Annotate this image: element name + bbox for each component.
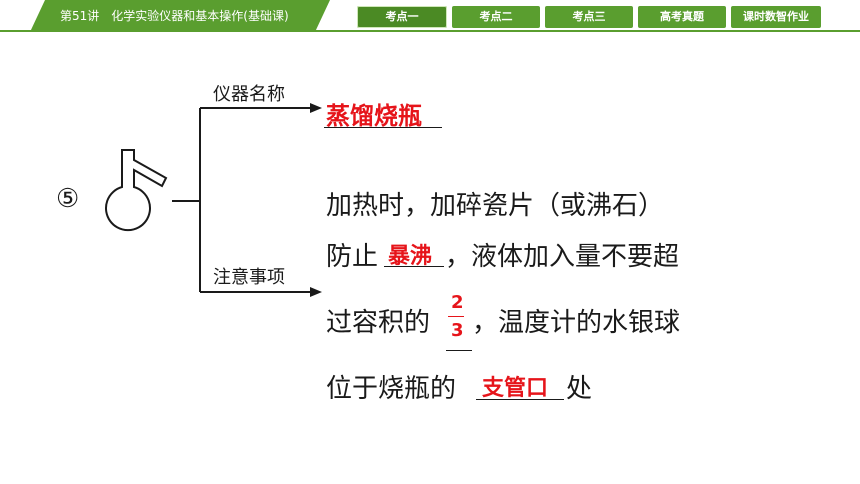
header-rule [0,30,860,32]
nav-kaodian-3[interactable]: 考点三 [545,6,633,28]
note-line-4-prefix: 位于烧瓶的 [326,374,457,404]
answer-side-arm: 支管口 [482,376,549,401]
flask-outline [105,149,168,232]
note-line-2-prefix: 防止 [326,242,379,272]
nav-homework[interactable]: 课时数智作业 [731,6,821,28]
answer-underline-1 [324,127,442,128]
answer-underline-2 [384,266,444,267]
note-line-4-suffix: 处 [566,374,593,404]
lesson-title: 第51讲 化学实验仪器和基本操作(基础课) [30,0,330,32]
section-nav: 考点一 考点二 考点三 高考真题 课时数智作业 [357,6,821,28]
label-precautions: 注意事项 [213,267,285,288]
note-line-3-suffix: ，温度计的水银球 [472,308,681,338]
note-line-2-suffix: ，液体加入量不要超 [445,242,680,272]
answer-underline-3 [446,350,472,351]
item-number: ⑤ [56,184,80,214]
nav-kaodian-1[interactable]: 考点一 [357,6,447,28]
fraction-bar [448,316,464,317]
answer-bumping: 暴沸 [388,244,433,269]
note-line-1: 加热时，加碎瓷片（或沸石） [326,191,665,221]
fraction-denominator: 3 [451,320,464,341]
top-arrow-icon [310,103,322,113]
answer-underline-4 [476,399,564,400]
answer-instrument-name: 蒸馏烧瓶 [326,102,422,130]
nav-kaodian-2[interactable]: 考点二 [452,6,540,28]
nav-gaokao-zhenti[interactable]: 高考真题 [638,6,726,28]
note-line-3-prefix: 过容积的 [326,308,431,338]
label-instrument-name: 仪器名称 [213,84,285,105]
bottom-arrow-icon [310,287,322,297]
fraction-numerator: 2 [451,292,464,313]
